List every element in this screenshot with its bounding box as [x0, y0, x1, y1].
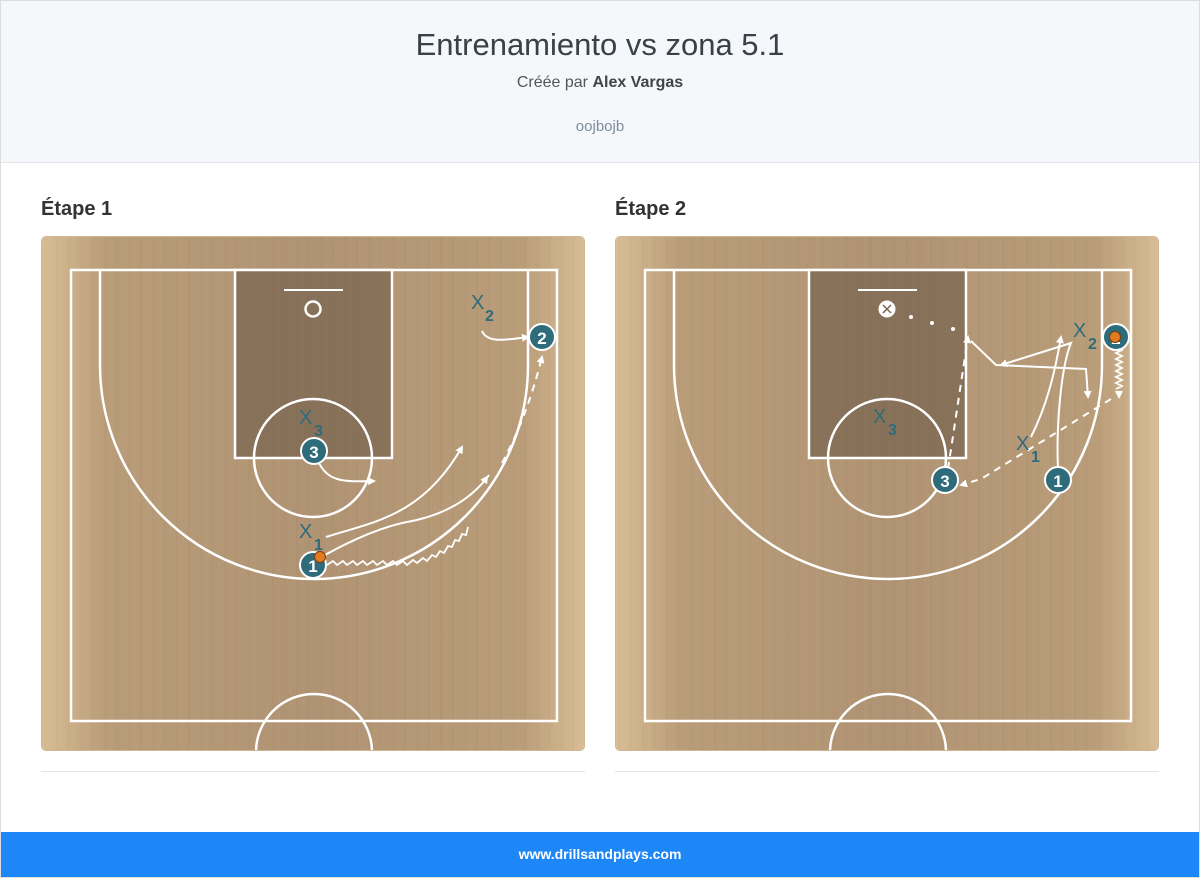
cut-line: [316, 458, 376, 486]
center-circle: [254, 692, 374, 750]
svg-text:2: 2: [1088, 336, 1097, 353]
footer-link[interactable]: www.drillsandplays.com: [518, 846, 682, 862]
screen-line: [970, 340, 1092, 399]
basketball-icon: [314, 551, 326, 563]
court-step-2[interactable]: X 1 X 2 X 3 1 2 3: [615, 236, 1159, 751]
defender-x2[interactable]: X 2: [1073, 320, 1097, 353]
cut-line: [999, 341, 1073, 470]
free-throw-circle: [826, 397, 948, 519]
three-point-line: [672, 270, 1104, 581]
footer-bar: www.drillsandplays.com: [1, 832, 1199, 877]
ball-in-basket-icon: [882, 304, 892, 314]
player-3[interactable]: 3: [931, 466, 959, 494]
defender-x1[interactable]: X 1: [299, 521, 323, 554]
shot-dots: [909, 315, 955, 331]
defender-x3[interactable]: X 3: [873, 406, 897, 439]
player-1[interactable]: 1: [299, 551, 327, 579]
play-code: oojbojb: [575, 118, 625, 135]
svg-text:2: 2: [485, 308, 494, 325]
pass-line: [501, 355, 545, 464]
created-by-prefix: Créée par: [516, 74, 588, 91]
defender-x3[interactable]: X 3: [299, 407, 323, 440]
svg-text:X: X: [1073, 320, 1086, 342]
svg-text:X: X: [471, 292, 484, 314]
player-2[interactable]: 2: [1102, 323, 1130, 351]
step-1-divider: [41, 771, 585, 772]
author-name[interactable]: Alex Vargas: [592, 74, 684, 91]
page-title: Entrenamiento vs zona 5.1: [415, 27, 785, 62]
center-circle: [828, 692, 948, 750]
svg-text:X: X: [1016, 433, 1029, 455]
pass-line: [947, 335, 972, 470]
svg-text:3: 3: [888, 422, 897, 439]
svg-text:1: 1: [1053, 472, 1062, 491]
basket-rim: [304, 300, 322, 318]
step-2-divider: [615, 771, 1159, 772]
player-2[interactable]: 2: [528, 323, 556, 351]
cut-line: [325, 445, 463, 538]
svg-text:1: 1: [314, 537, 323, 554]
svg-text:X: X: [299, 521, 312, 543]
step-1-title: Étape 1: [41, 198, 113, 220]
defender-x1[interactable]: X 1: [1016, 433, 1040, 466]
cut-line: [481, 330, 530, 342]
court-diagram-step-1: X 1 X 2 X 3 1 2 3: [42, 237, 584, 750]
svg-text:1: 1: [1031, 449, 1040, 466]
svg-text:3: 3: [314, 423, 323, 440]
court-diagram-step-2: X 1 X 2 X 3 1 2 3: [616, 237, 1158, 750]
dribble-line: [326, 526, 469, 567]
page-header: Entrenamiento vs zona 5.1 Créée par Alex…: [1, 1, 1199, 163]
step-2-title: Étape 2: [615, 198, 687, 220]
court-step-1[interactable]: X 1 X 2 X 3 1 2 3: [41, 236, 585, 751]
svg-text:3: 3: [940, 472, 949, 491]
svg-text:1: 1: [308, 557, 317, 576]
cut-line: [324, 474, 490, 556]
author-line: Créée par Alex Vargas: [1, 74, 1199, 92]
cut-line: [1030, 335, 1064, 438]
svg-text:X: X: [873, 406, 886, 428]
svg-text:2: 2: [537, 329, 546, 348]
player-3[interactable]: 3: [300, 437, 328, 465]
defender-x2[interactable]: X 2: [471, 292, 494, 325]
dribble-line: [1113, 346, 1125, 390]
free-throw-circle: [252, 397, 374, 519]
player-1[interactable]: 1: [1044, 466, 1072, 494]
basketball-icon: [1109, 331, 1121, 343]
three-point-line: [98, 270, 530, 581]
svg-text:3: 3: [309, 443, 318, 462]
svg-text:X: X: [299, 407, 312, 429]
